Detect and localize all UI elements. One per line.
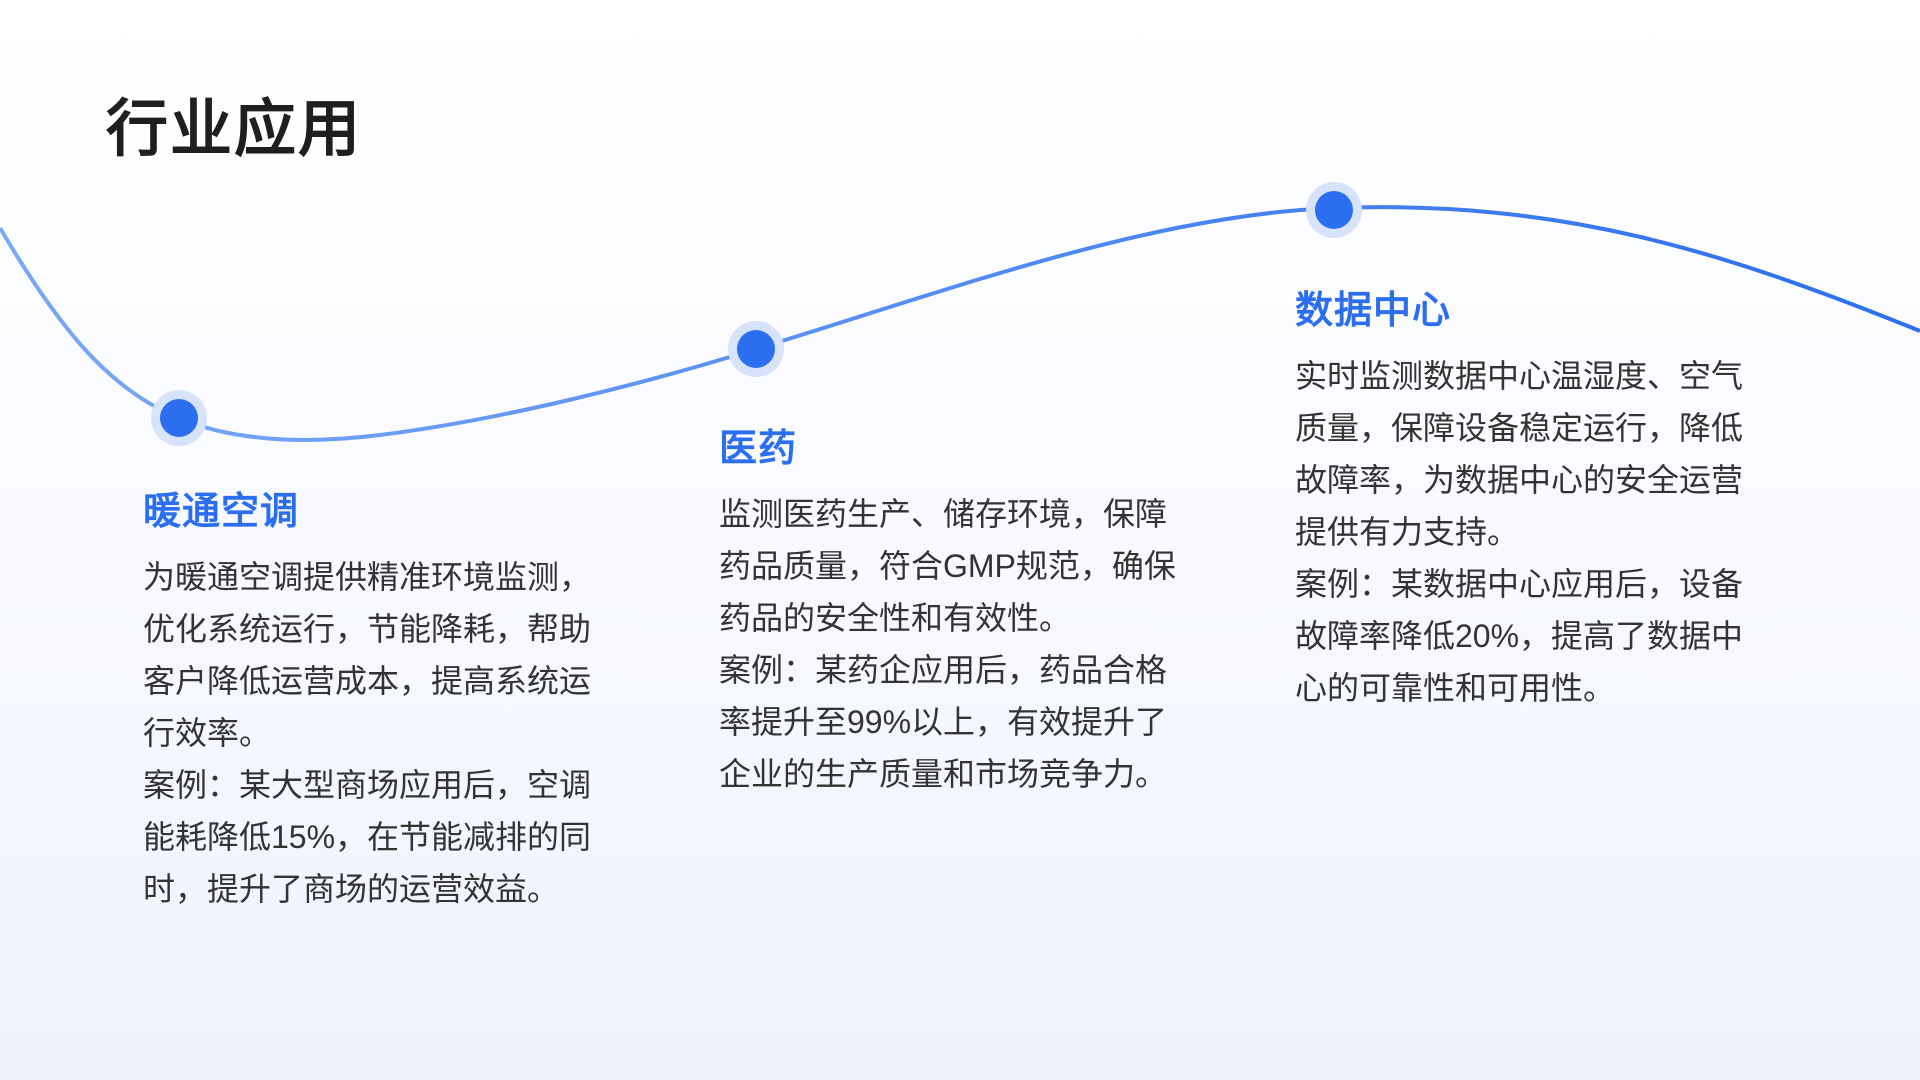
text-line: 能耗降低15%，在节能减排的同 [143,819,592,855]
industry-heading: 数据中心 [1295,290,1452,332]
text-line: 提供有力支持。 [1295,514,1520,550]
industry-pharma: 医药 监测医药生产、储存环境，保障 药品质量，符合GMP规范，确保 药品的安全性… [719,424,1176,800]
text-line: 药品质量，符合GMP规范，确保 [719,548,1176,584]
timeline-dot-2 [728,321,784,377]
text-line: 优化系统运行，节能降耗，帮助 [143,611,592,647]
text-line: 药品的安全性和有效性。 [719,600,1072,636]
industry-datacenter: 数据中心 实时监测数据中心温湿度、空气 质量，保障设备稳定运行，降低 故障率，为… [1295,286,1743,714]
text-line: 为暖通空调提供精准环境监测， [143,559,592,595]
industry-heading: 医药 [719,428,798,470]
text-line: 时，提升了商场的运营效益。 [143,871,560,907]
page-title: 行业应用 [106,95,363,164]
text-line: 企业的生产质量和市场竞争力。 [719,756,1168,792]
text-line: 案例：某数据中心应用后，设备 [1295,566,1744,602]
text-line: 行效率。 [143,715,272,751]
text-line: 实时监测数据中心温湿度、空气 [1295,358,1744,394]
text-line: 故障率降低20%，提高了数据中 [1295,618,1744,654]
text-line: 率提升至99%以上，有效提升了 [719,704,1168,740]
industry-description: 为暖通空调提供精准环境监测， 优化系统运行，节能降耗，帮助 客户降低运营成本，提… [143,551,591,915]
timeline-dot-3 [1306,182,1362,238]
industry-description: 监测医药生产、储存环境，保障 药品质量，符合GMP规范，确保 药品的安全性和有效… [719,488,1176,800]
industry-hvac: 暖通空调 为暖通空调提供精准环境监测， 优化系统运行，节能降耗，帮助 客户降低运… [143,487,591,915]
text-line: 客户降低运营成本，提高系统运 [143,663,592,699]
text-line: 监测医药生产、储存环境，保障 [719,496,1168,532]
text-line: 心的可靠性和可用性。 [1295,670,1616,706]
industry-heading: 暖通空调 [143,491,300,533]
timeline-dot-1 [151,390,207,446]
industry-description: 实时监测数据中心温湿度、空气 质量，保障设备稳定运行，降低 故障率，为数据中心的… [1295,350,1743,714]
text-line: 案例：某大型商场应用后，空调 [143,767,592,803]
text-line: 质量，保障设备稳定运行，降低 [1295,410,1744,446]
text-line: 案例：某药企应用后，药品合格 [719,652,1168,688]
text-line: 故障率，为数据中心的安全运营 [1295,462,1744,498]
